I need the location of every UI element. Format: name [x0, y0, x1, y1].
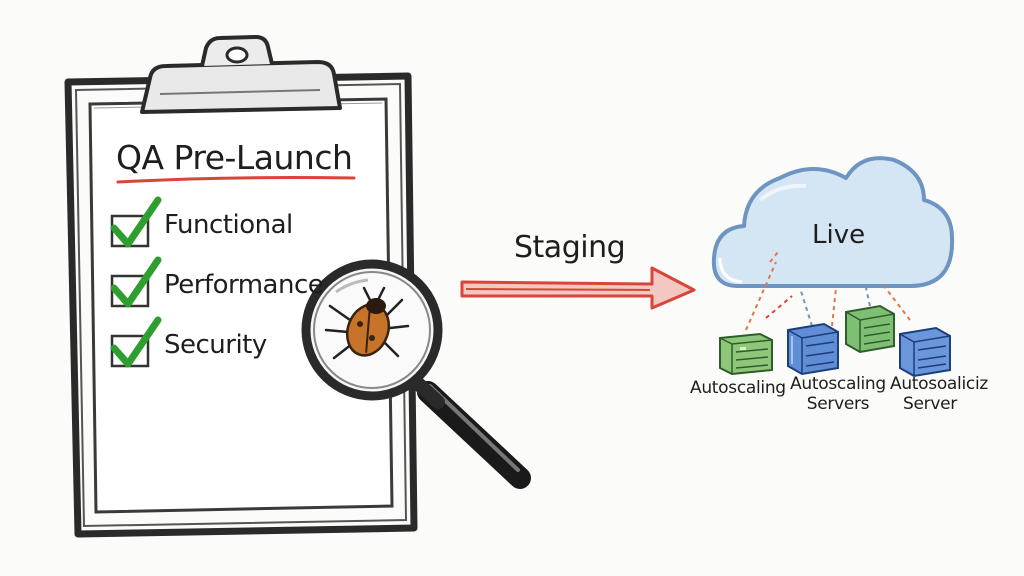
checkmark-icon	[110, 256, 162, 308]
staging-label: Staging	[514, 230, 626, 265]
cloud-label: Live	[812, 220, 866, 250]
checkbox-security	[110, 316, 162, 368]
checklist-item-performance: Performance	[164, 270, 324, 300]
server-label-3-line1: Autosoaliciz	[890, 374, 988, 394]
server-rack-icon	[719, 304, 951, 378]
server-label-1-line1: Autoscaling	[690, 378, 786, 398]
checklist-title: QA Pre-Launch	[116, 138, 353, 177]
server-label-2: Autoscaling Servers	[790, 374, 886, 414]
checklist-item-functional: Functional	[164, 210, 293, 240]
checkmark-icon	[110, 196, 162, 248]
bug-icon	[324, 286, 410, 360]
checkbox-functional	[110, 196, 162, 248]
arrow-right-icon	[460, 266, 696, 310]
server-label-2-line1: Autoscaling	[790, 374, 886, 394]
title-underline	[116, 176, 356, 184]
server-label-2-line2: Servers	[806, 394, 870, 414]
cloud-icon	[711, 156, 955, 288]
checkbox-performance	[110, 256, 162, 308]
server-label-3-line2: Server	[903, 394, 957, 414]
checklist-item-security: Security	[164, 330, 267, 360]
connection-lines	[745, 251, 911, 331]
server-label-3: Autosoaliciz Server	[890, 374, 988, 414]
checkmark-icon	[110, 316, 162, 368]
clipboard-icon	[64, 34, 418, 538]
server-label-1: Autoscaling	[690, 378, 786, 398]
